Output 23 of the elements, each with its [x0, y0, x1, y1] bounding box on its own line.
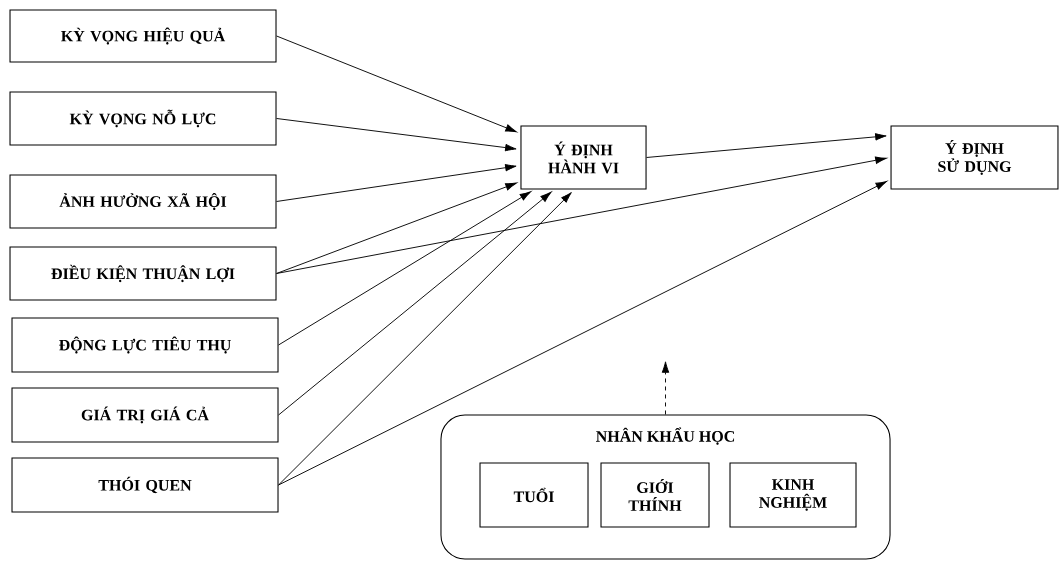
intention-box: Ý ĐỊNH HÀNH VI [520, 125, 647, 190]
arrow [278, 181, 888, 486]
moderator-box: GIỚI THÍNH [600, 462, 710, 528]
arrow [276, 35, 517, 133]
moderator-box: KINH NGHIỆM [729, 462, 857, 528]
factor-box: KỲ VỌNG NỖ LỰC [9, 91, 277, 146]
factor-box: GIÁ TRỊ GIÁ CẢ [11, 387, 279, 443]
arrow [276, 182, 517, 274]
arrow [276, 156, 887, 274]
factor-box: ĐIỀU KIỆN THUẬN LỢI [9, 246, 277, 301]
usage-box: Ý ĐỊNH SỬ DỤNG [890, 125, 1059, 190]
arrow [646, 133, 887, 158]
arrow [278, 191, 532, 346]
arrow [278, 192, 572, 486]
arrow [276, 163, 517, 202]
arrow [276, 118, 517, 152]
factor-box: ĐỘNG LỰC TIÊU THỤ [11, 317, 279, 373]
factor-box: ẢNH HƯỞNG XÃ HỘI [9, 174, 277, 229]
factor-box: KỲ VỌNG HIỆU QUẢ [9, 9, 277, 63]
moderator-box: TUỔI [479, 462, 589, 528]
factor-box: THÓI QUEN [11, 457, 279, 513]
arrow [278, 191, 552, 416]
dashed-arrow [661, 361, 670, 415]
